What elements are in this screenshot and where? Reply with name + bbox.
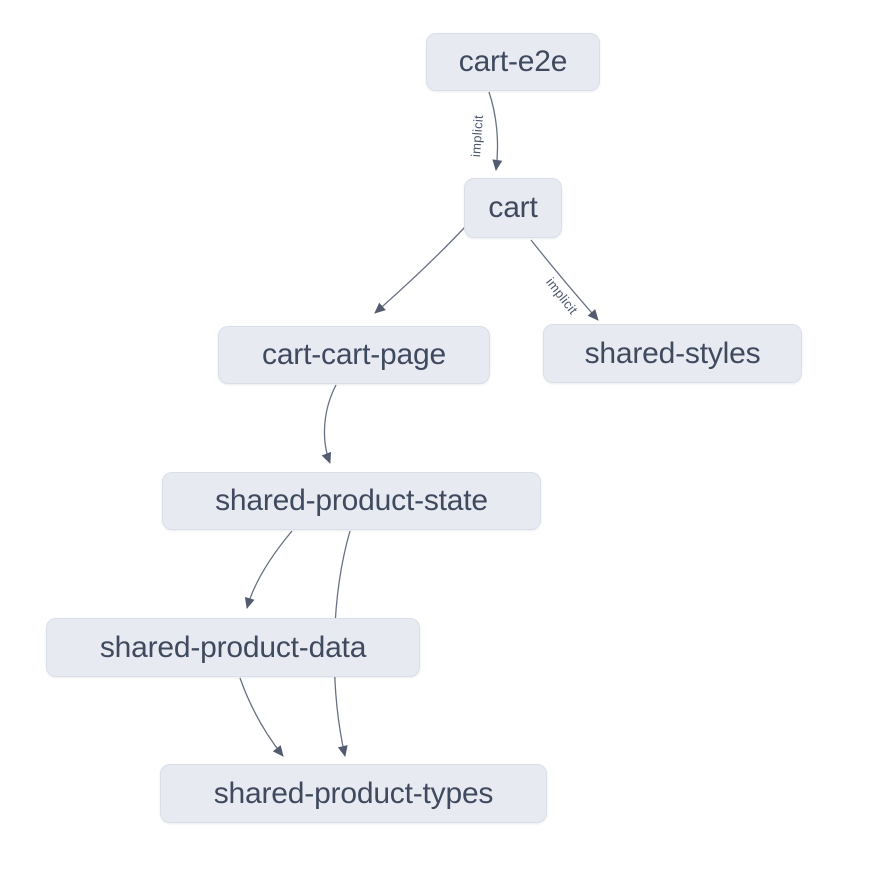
edge-shared-product-state-to-shared-product-data	[244, 530, 293, 609]
node-shared-product-data[interactable]: shared-product-data	[46, 618, 420, 677]
node-shared-product-types[interactable]: shared-product-types	[160, 764, 547, 823]
node-label: cart-e2e	[458, 45, 568, 78]
node-cart-e2e[interactable]: cart-e2e	[426, 33, 600, 91]
node-label: shared-product-types	[213, 776, 494, 810]
node-label: shared-product-state	[215, 484, 488, 517]
node-label: cart	[488, 191, 538, 224]
node-cart-cart-page[interactable]: cart-cart-page	[218, 326, 490, 384]
edge-label-implicit: implicit	[468, 114, 486, 158]
edge-shared-product-data-to-shared-product-types	[239, 677, 284, 757]
edge-cart-to-cart-cart-page	[374, 226, 466, 314]
edge-cart-e2e-to-cart	[488, 91, 503, 171]
node-cart[interactable]: cart	[464, 178, 562, 238]
node-shared-styles[interactable]: shared-styles	[543, 324, 802, 383]
node-label: shared-styles	[584, 336, 761, 370]
node-shared-product-state[interactable]: shared-product-state	[162, 472, 541, 530]
edge-cart-to-shared-styles	[530, 239, 599, 321]
node-label: shared-product-data	[99, 630, 367, 664]
node-label: cart-cart-page	[262, 338, 446, 371]
edge-cart-cart-page-to-shared-product-state	[321, 384, 337, 464]
